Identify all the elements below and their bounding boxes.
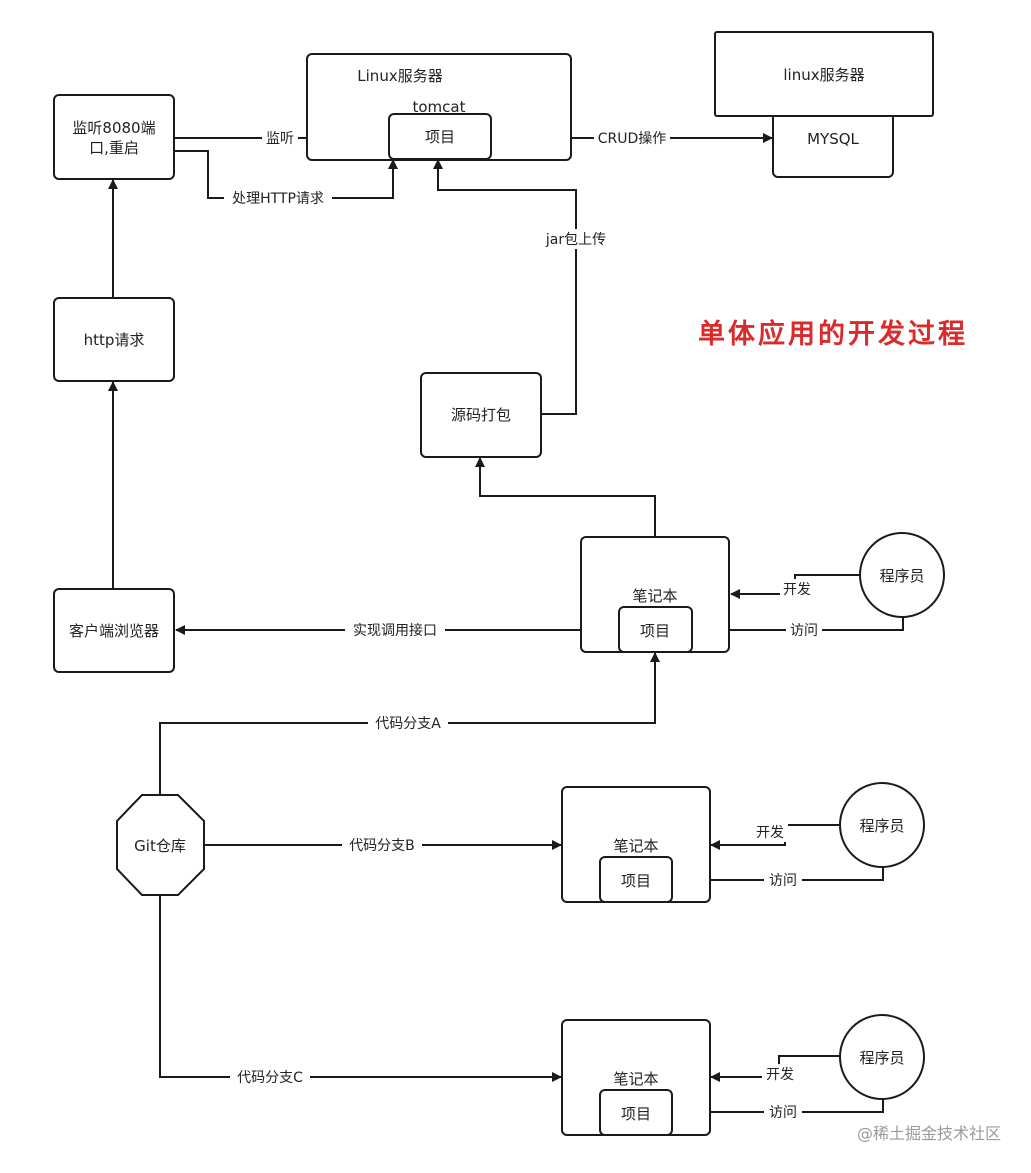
source-package-node: 源码打包	[420, 372, 542, 458]
edge-branch-a-label: 代码分支A	[375, 716, 441, 732]
edge-labels: 监听 处理HTTP请求 CRUD操作 jar包上传 实现调用接口 开发 访问 代…	[224, 128, 822, 1122]
laptop-a-project-box	[618, 606, 693, 653]
edge-handle-http-label: 处理HTTP请求	[232, 191, 324, 207]
server-project-label: 项目	[425, 128, 455, 146]
edge-laptop-to-package	[475, 457, 656, 537]
source-package-label: 源码打包	[451, 406, 511, 424]
edges	[108, 133, 904, 1117]
linux-server-2-box	[714, 31, 934, 117]
laptop-b-project-label: 项目	[621, 872, 651, 890]
listen-label-line1: 监听8080端	[72, 119, 155, 137]
edge-visit-a-label: 访问	[790, 623, 818, 639]
edge-develop-c-label: 开发	[766, 1067, 794, 1083]
edge-visit-c	[672, 1098, 884, 1117]
edge-visit-a	[692, 615, 904, 635]
edge-crud-label: CRUD操作	[598, 131, 667, 147]
laptop-b-node: 笔记本 项目	[561, 786, 711, 903]
laptop-a-label: 笔记本	[632, 587, 677, 605]
edge-jar-upload	[433, 159, 577, 415]
programmer-b-node: 程序员	[839, 782, 925, 868]
linux-server-mysql: linux服务器 MYSQL	[714, 31, 934, 178]
linux-server-tomcat: Linux服务器 tomcat 项目	[306, 53, 572, 161]
edge-jar-upload-label: jar包上传	[545, 232, 606, 248]
programmer-b-label: 程序员	[859, 817, 904, 835]
laptop-a-node: 笔记本 项目	[580, 536, 730, 653]
http-request-label: http请求	[84, 331, 145, 349]
laptop-c-project-box	[599, 1089, 673, 1136]
programmer-a-label: 程序员	[879, 567, 924, 585]
git-repo-node: Git仓库	[116, 794, 205, 896]
programmer-a-node: 程序员	[859, 532, 945, 618]
client-browser-node: 客户端浏览器	[53, 588, 175, 673]
server-project-box	[388, 113, 492, 160]
listen-restart-node: 监听8080端 口,重启	[53, 94, 175, 180]
programmer-c-node: 程序员	[839, 1014, 925, 1100]
edge-visit-b-label: 访问	[769, 873, 797, 889]
watermark: @稀土掘金技术社区	[857, 1124, 1001, 1143]
programmer-c-label: 程序员	[859, 1049, 904, 1067]
edge-branch-c	[159, 895, 562, 1082]
listen-label-line2: 口,重启	[89, 139, 139, 157]
laptop-b-label: 笔记本	[613, 837, 658, 855]
laptop-c-project-label: 项目	[621, 1105, 651, 1123]
diagram-title: 单体应用的开发过程	[698, 318, 968, 350]
edge-develop-b-label: 开发	[756, 825, 784, 841]
mysql-label: MYSQL	[807, 130, 859, 148]
laptop-c-node: 笔记本 项目	[561, 1019, 711, 1136]
http-request-node: http请求	[53, 297, 175, 382]
edge-develop-a-label: 开发	[783, 582, 811, 598]
laptop-c-label: 笔记本	[613, 1070, 658, 1088]
edge-implement-api-label: 实现调用接口	[353, 622, 437, 639]
git-repo-label: Git仓库	[134, 837, 186, 855]
edge-handle-http	[175, 150, 398, 199]
tomcat-label: tomcat	[413, 98, 466, 116]
edge-listen-label: 监听	[266, 131, 294, 147]
edge-visit-c-label: 访问	[769, 1105, 797, 1121]
linux-server-2-label: linux服务器	[783, 66, 864, 84]
laptop-a-project-label: 项目	[640, 622, 670, 640]
edge-branch-b-label: 代码分支B	[349, 838, 415, 854]
edge-branch-c-label: 代码分支C	[237, 1070, 303, 1086]
linux-server-1-label: Linux服务器	[357, 67, 442, 85]
client-browser-label: 客户端浏览器	[69, 622, 159, 640]
laptop-b-project-box	[599, 856, 673, 903]
edge-visit-b	[672, 866, 884, 885]
